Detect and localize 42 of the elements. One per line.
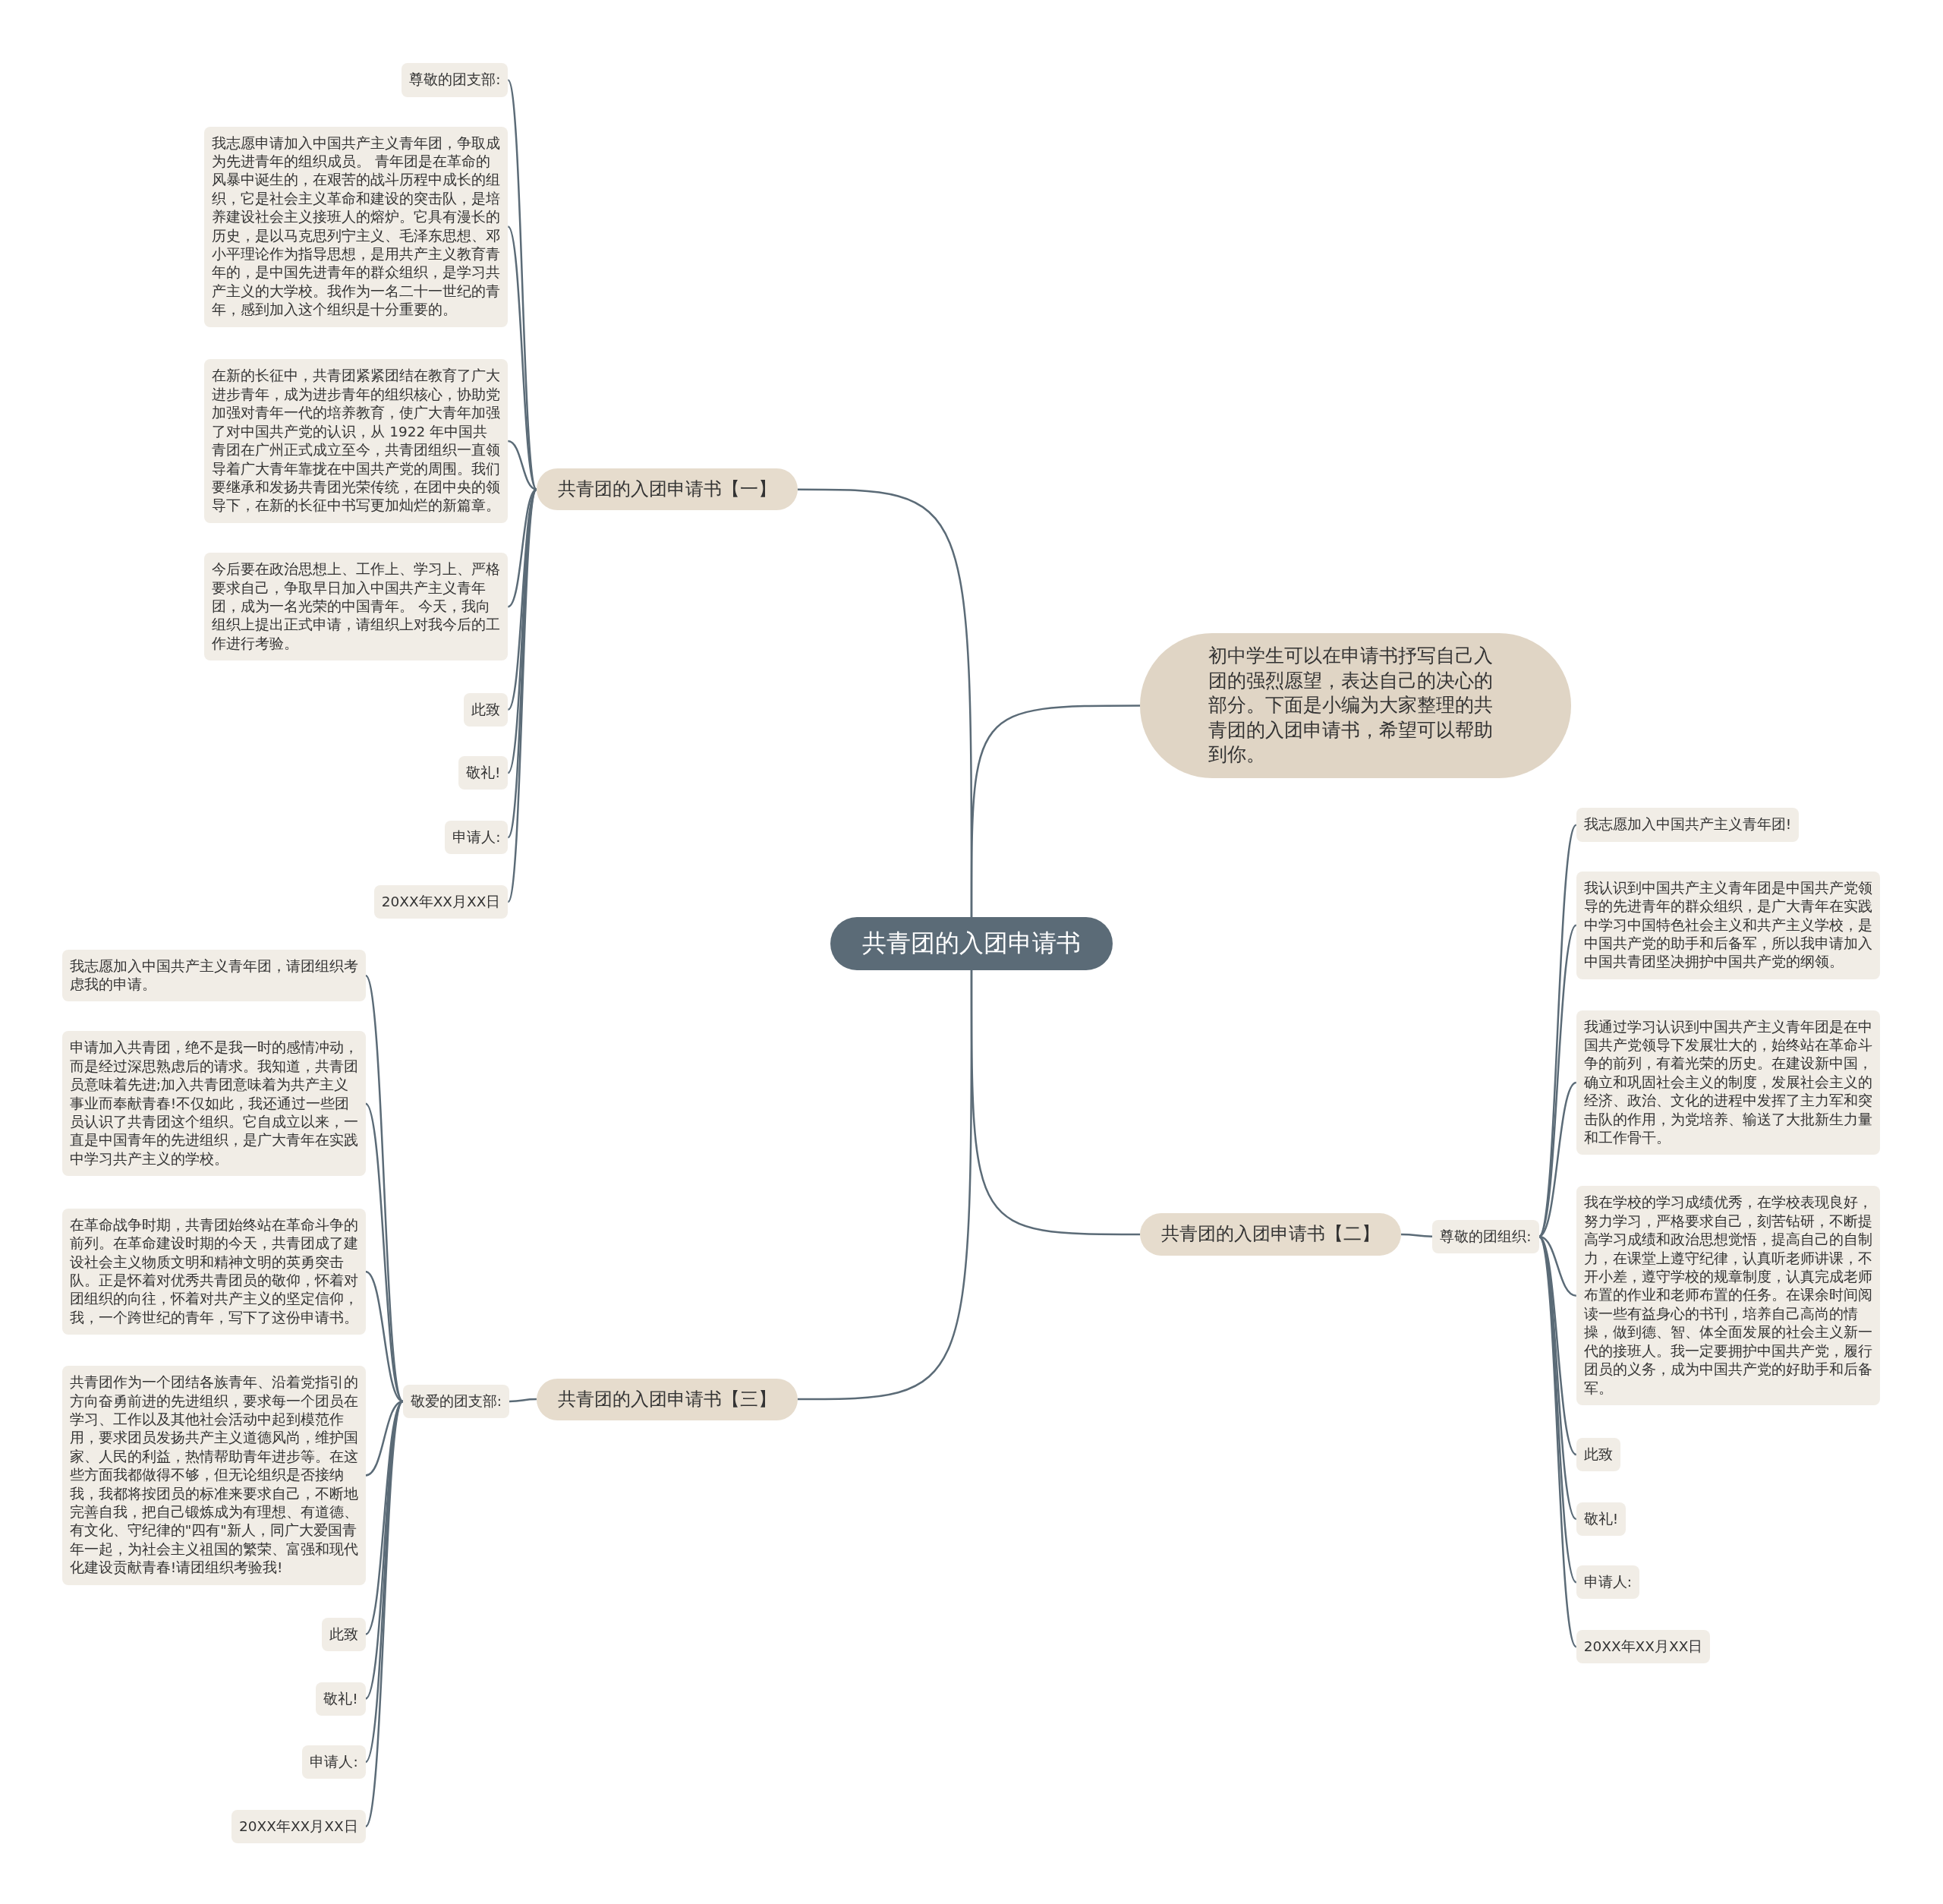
text-card: 敬礼! — [316, 1682, 366, 1716]
text-card: 敬礼! — [458, 755, 509, 790]
text-card: 在新的长征中，共青团紧紧团结在教育了广大进步青年，成为进步青年的组织核心，协助党加强对青年一代的培养教育，使广大青年加强了对中国共产党的认识，从 1922 年中国共青团在广州正式成立至今，共青团组织一直领导着广大青年靠拢在中国共产党的周围。我们要继承和发扬共青团光荣传统，在团中央的领导下，在新的长征中书写更加灿烂的新篇章。 — [204, 359, 509, 523]
connector-line — [507, 225, 537, 490]
connector-line — [797, 969, 973, 1401]
branch-topic: 共青团的入团申请书【三】 — [536, 1378, 798, 1420]
text-card: 尊敬的团支部: — [402, 63, 509, 97]
connector-line — [1401, 1233, 1433, 1237]
intro-bubble: 初中学生可以在申请书抒写自己入团的强烈愿望，表达自己的决心的部分。下面是小编为大家整理的共青团的入团申请书，希望可以帮助到你。 — [1140, 633, 1572, 778]
text-card: 申请加入共青团，绝不是我一时的感情冲动，而是经过深思熟虑后的请求。我知道，共青团员意味着先进;加入共青团意味着为共产主义事业而奉献青春!不仅如此，我还通过一些团员认识了共青团这个组织。它自成立以来，一直是中国青年的先进组织，是广大青年在实践中学习共产主义的学校。 — [61, 1031, 366, 1177]
central-topic: 共青团的入团申请书 — [830, 917, 1113, 970]
text-card: 20XX年XX月XX日 — [231, 1809, 366, 1844]
connector-line — [1538, 1236, 1577, 1647]
text-card: 敬礼! — [1576, 1502, 1627, 1537]
connector-line — [509, 1398, 537, 1403]
text-card: 我认识到中国共产主义青年团是中国共产党领导的先进青年的群众组织，是广大青年在实践中学习中国特色社会主义和共产主义学校，是中国共产党的助手和后备军，所以我申请加入中国共青团坚决拥护中国共产党的纲领。 — [1576, 871, 1880, 979]
text-card: 我志愿加入中国共产主义青年团! — [1576, 808, 1800, 842]
text-card: 申请人: — [302, 1745, 366, 1779]
text-card: 我志愿加入中国共产主义青年团，请团组织考虑我的申请。 — [61, 949, 366, 1002]
text-card: 20XX年XX月XX日 — [1576, 1629, 1711, 1664]
text-card: 今后要在政治思想上、工作上、学习上、严格要求自己，争取早日加入中国共产主义青年团，成为一名光荣的中国青年。 今天，我向组织上提出正式申请，请组织上对我今后的工作进行考验。 — [204, 553, 509, 661]
text-card: 我在学校的学习成绩优秀，在学校表现良好，努力学习，严格要求自己，刻苦钻研，不断提高学习成绩和政治思想觉悟，提高自己的自制力，在课堂上遵守纪律，认真听老师讲课，不开小差，遵守学校的规章制度，认真完成老师布置的作业和老师布置的任务。在课余时间阅读一些有益身心的书刊，培养自己高尚的情操，做到德、智、体全面发展的社会主义新一代的接班人。我一定要拥护中国共产党，履行团员的义务，成为中国共产党的好助手和后备军。 — [1576, 1186, 1880, 1405]
text-card: 敬爱的团支部: — [402, 1384, 510, 1419]
text-card: 共青团作为一个团结各族青年、沿着党指引的方向奋勇前进的先进组织，要求每一个团员在学习、工作以及其他社会活动中起到模范作用，要求团员发扬共产主义道德风尚，维护国家、人民的利益，热情帮助青年进步等。在这些方面我都做得不够，但无论组织是否接纳我，我都将按团员的标准来要求自己，不断地完善自我，把自己锻炼成为有理想、有道德、有文化、守纪律的"四有"新人，同广大爱国青年一起，为社会主义祖国的繁荣、富强和现代化建设贡献青春!请团组织考验我! — [61, 1366, 366, 1585]
connector-line — [508, 440, 537, 490]
text-card: 申请人: — [445, 820, 509, 855]
text-card: 尊敬的团组织: — [1432, 1219, 1539, 1253]
connector-line — [1538, 1236, 1577, 1583]
branch-topic: 共青团的入团申请书【一】 — [536, 468, 798, 511]
text-card: 我通过学习认识到中国共产主义青年团是在中国共产党领导下发展壮大的，始终站在革命斗争的前列，有着光荣的历史。在建设新中国，确立和巩固社会主义的制度，发展社会主义的经济、政治、文化的进程中发挥了主力军和突击队的作用，为党培养、输送了大批新生力量和工作骨干。 — [1576, 1010, 1880, 1155]
connector-line — [970, 705, 1141, 918]
text-card: 20XX年XX月XX日 — [373, 884, 509, 919]
connector-line — [507, 489, 538, 903]
connector-line — [1538, 1235, 1577, 1297]
connector-line — [1538, 925, 1577, 1237]
branch-topic: 共青团的入团申请书【二】 — [1140, 1213, 1402, 1256]
text-card: 我志愿申请加入中国共产主义青年团，争取成为先进青年的组织成员。 青年团是在革命的风暴中诞生的，在艰苦的战斗历程中成长的组织，它是社会主义革命和建设的突击队，是培养建设社会主义接班人的熔炉。它具有漫长的历史，是以马克思列宁主义、毛泽东思想、邓小平理论作为指导思想，是用共产主义教育青年的，是中国先进青年的群众组织，是学习共产主义的大学校。我作为一名二十一世纪的青年，感到加入这个组织是十分重要的。 — [204, 126, 509, 327]
text-card: 申请人: — [1576, 1565, 1639, 1600]
text-card: 此致 — [321, 1617, 366, 1651]
text-card: 在革命战争时期，共青团始终站在革命斗争的前列。在革命建设时期的今天，共青团成了建设社会主义物质文明和精神文明的英勇突击队。正是怀着对优秀共青团员的敬仰，怀着对团组织的向往，怀着对共产主义的坚定信仰，我，一个跨世纪的青年，写下了这份申请书。 — [61, 1208, 366, 1335]
text-card: 此致 — [1576, 1437, 1620, 1472]
text-card: 此致 — [464, 692, 509, 727]
